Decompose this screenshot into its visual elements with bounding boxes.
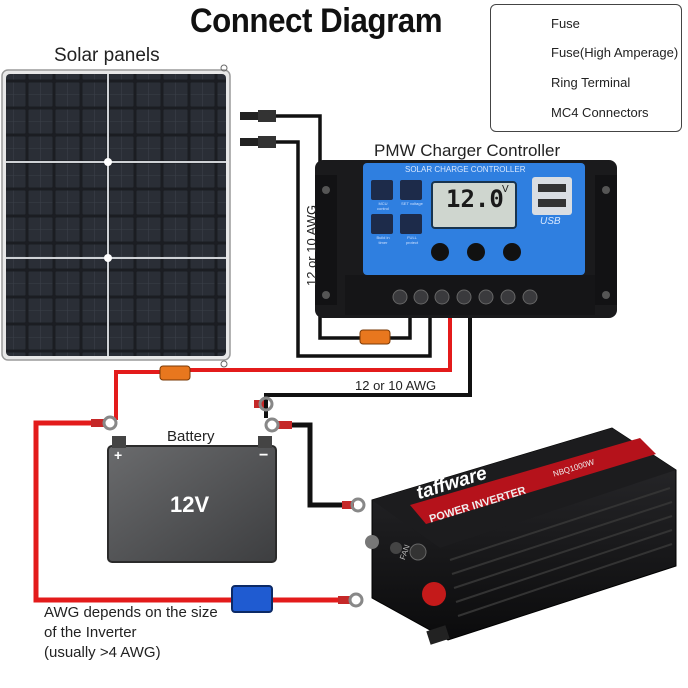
controller-label: PMW Charger Controller (374, 141, 561, 160)
legend-label: Ring Terminal (551, 75, 631, 90)
battery-label: Battery (167, 428, 215, 445)
wire-gauge-vertical-label: 12 or 10 AWG (304, 204, 319, 286)
svg-text:−: − (259, 447, 268, 464)
usb-label: USB (540, 216, 561, 227)
controller-button-label: FULL protect (405, 235, 419, 245)
svg-text:+: + (114, 447, 122, 463)
controller-button-label: SET voltage (401, 201, 423, 206)
mc4-connectors (240, 110, 276, 148)
controller-panel-title: SOLAR CHARGE CONTROLLER (405, 165, 526, 174)
battery-voltage: 12V (170, 492, 210, 517)
controller-display-unit: V (502, 184, 509, 195)
power-inverter (365, 427, 677, 645)
controller-display-value: 12.0 (446, 185, 504, 213)
awg-note-line-3: (usually >4 AWG) (44, 644, 161, 661)
solar-panels-label: Solar panels (54, 45, 160, 66)
battery: + − (107, 436, 277, 563)
legend-item-fuse: Fuse (491, 12, 681, 38)
awg-note-line-2: of the Inverter (44, 624, 137, 641)
legend: Fuse Fuse(High Amperage) Ring Terminal M… (490, 4, 682, 132)
solar-wires (276, 114, 432, 358)
legend-item-fuse-high: Fuse(High Amperage) (491, 41, 681, 67)
charge-controller (315, 160, 617, 318)
fuse-icon (359, 329, 391, 345)
legend-item-mc4: MC4 Connectors (491, 101, 681, 127)
wire-gauge-horizontal-label: 12 or 10 AWG (355, 378, 437, 393)
legend-label: Fuse (551, 16, 580, 31)
diagram-title: Connect Diagram (190, 2, 443, 40)
controller-button-label: Build in timer (376, 235, 390, 245)
fuse-icon (159, 365, 191, 381)
solar-panel (1, 64, 231, 368)
legend-label: Fuse(High Amperage) (551, 45, 679, 60)
fuse-high-amperage-icon (231, 585, 273, 613)
awg-note-line-1: AWG depends on the size (44, 604, 218, 621)
controller-button-label: MCU control (376, 201, 389, 211)
legend-item-ring-terminal: Ring Terminal (491, 71, 681, 97)
legend-label: MC4 Connectors (551, 105, 649, 120)
ring-terminal-icon (91, 396, 292, 433)
